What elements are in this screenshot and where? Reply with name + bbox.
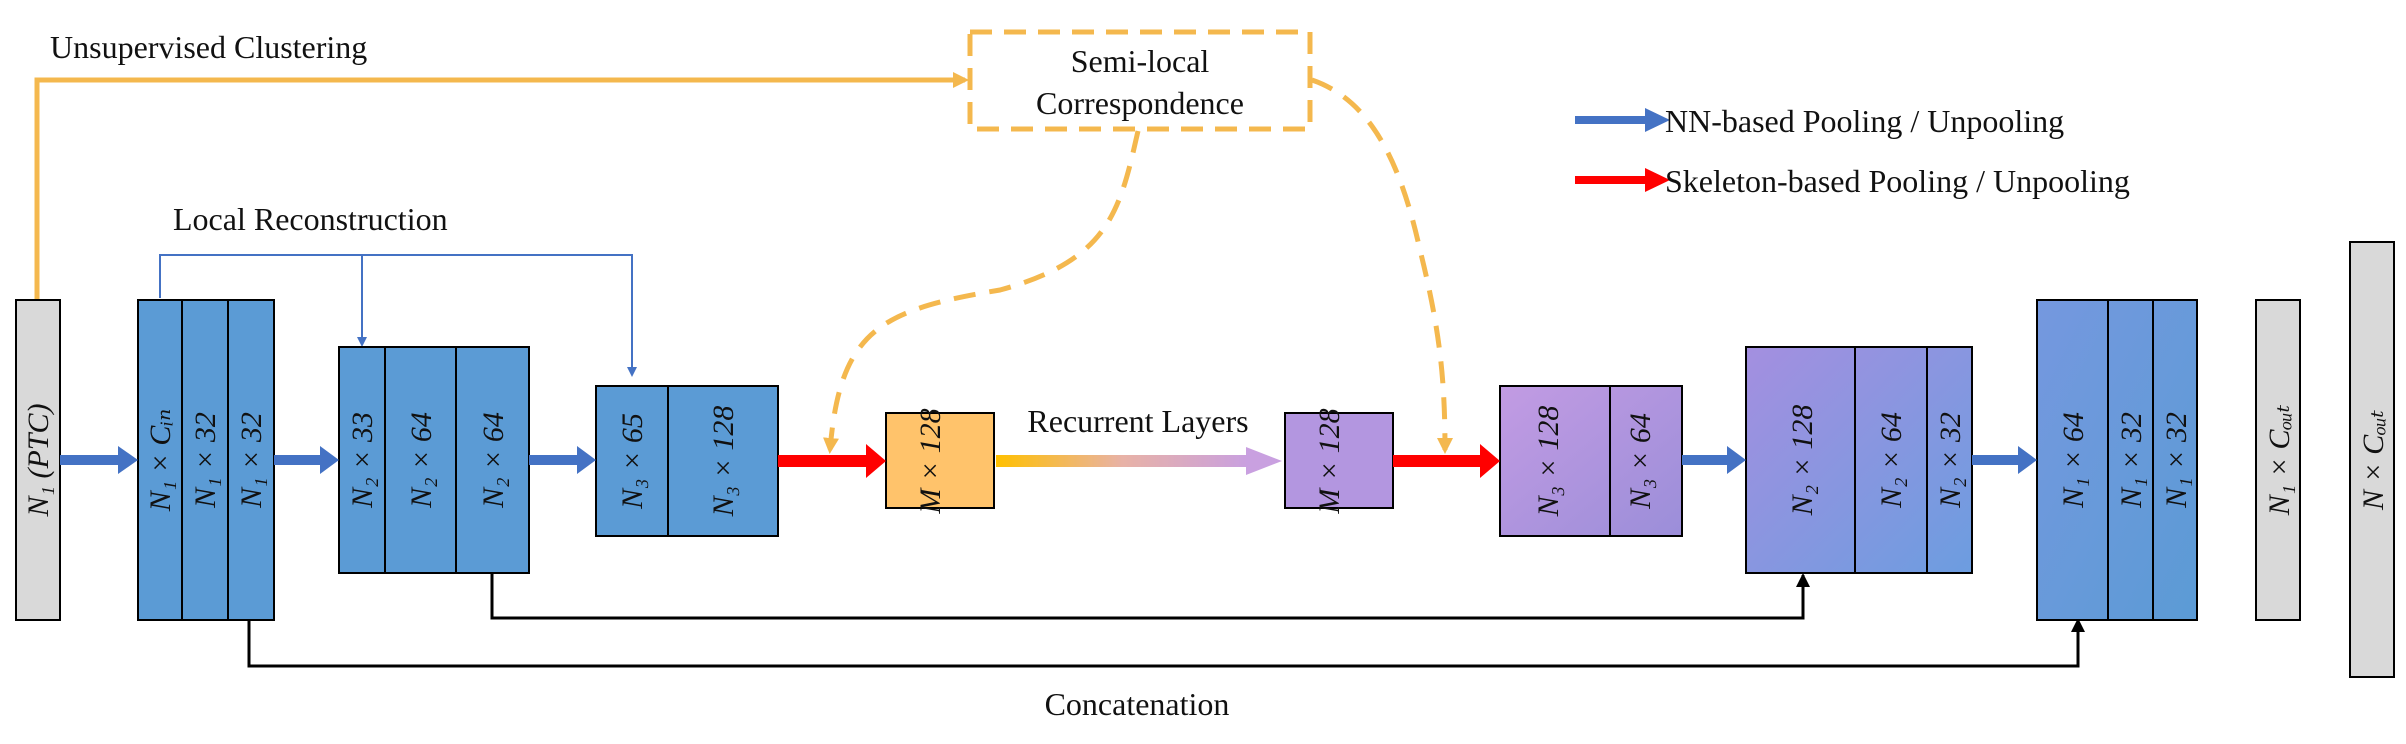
nn-arrow-5-icon	[2018, 446, 2037, 474]
dec3-cell-2: N₃ × 64	[1624, 413, 1657, 510]
decoder-block-2: N₂ × 128 N₂ × 64 N₂ × 32	[1745, 346, 1973, 574]
mid-block-2: M × 128	[1284, 408, 1394, 515]
mid2-label: M × 128	[1313, 408, 1346, 514]
enc1-cell-1: N₁ × Cᵢₙ	[144, 409, 177, 513]
correspondence-curve-right	[1311, 77, 1453, 454]
semi-local-correspondence: Semi-local Correspondence	[823, 29, 1453, 454]
concatenation-label: Concatenation	[1045, 686, 1230, 722]
dec1-cell-1: N₁ × 64	[2057, 412, 2090, 509]
unsupervised-clustering-label: Unsupervised Clustering	[50, 29, 367, 65]
recurrent-label: Recurrent Layers	[1027, 403, 1248, 439]
mid1-label: M × 128	[914, 408, 947, 514]
enc2-cell-2: N₂ × 64	[405, 412, 438, 509]
nn-arrow-4-icon	[1727, 446, 1746, 474]
enc3-cell-1: N₃ × 65	[616, 413, 649, 510]
output2-label: N × Cₒᵤₜ	[2357, 409, 2390, 511]
enc3-cell-2: N₃ × 128	[707, 406, 740, 518]
dec3-cell-1: N₃ × 128	[1532, 406, 1565, 518]
output1-label: N₁ × Cₒᵤₜ	[2263, 404, 2296, 516]
skeleton-arrow-2-icon	[1480, 444, 1500, 478]
encoder-block-3: N₃ × 65 N₃ × 128	[595, 385, 779, 537]
legend-arrow-red-icon	[1645, 168, 1670, 192]
recurrent-arrow-head-icon	[1246, 447, 1282, 475]
local-reconstruction-links: Local Reconstruction	[159, 201, 637, 377]
mid-block-1: M × 128	[885, 408, 995, 515]
legend-nn-label: NN-based Pooling / Unpooling	[1665, 103, 2064, 139]
nn-arrow-1-icon	[118, 446, 138, 474]
enc2-cell-3: N₂ × 64	[477, 412, 510, 509]
nn-arrow-3-icon	[577, 446, 596, 474]
legend: NN-based Pooling / Unpooling Skeleton-ba…	[1575, 103, 2130, 199]
dec1-cell-2: N₁ × 32	[2115, 412, 2148, 509]
enc1-cell-3: N₁ × 32	[235, 412, 268, 509]
enc2-cell-1: N₂ × 33	[346, 412, 379, 509]
recurrent-layers: Recurrent Layers	[996, 403, 1282, 475]
correspondence-curve-left	[823, 130, 1141, 454]
dec1-cell-3: N₁ × 32	[2160, 412, 2193, 509]
dec2-cell-3: N₂ × 32	[1934, 412, 1967, 509]
skeleton-arrow-1-icon	[866, 444, 886, 478]
semi-local-label-1: Semi-local	[1071, 43, 1210, 79]
dec2-cell-2: N₂ × 64	[1875, 412, 1908, 509]
flow-arrows	[60, 444, 2037, 478]
encoder-block-1: N₁ × Cᵢₙ N₁ × 32 N₁ × 32	[137, 299, 275, 621]
encoder-block-2: N₂ × 33 N₂ × 64 N₂ × 64	[338, 346, 530, 574]
input-block: N₁ (PTC)	[15, 299, 61, 621]
unsupervised-clustering-link: Unsupervised Clustering	[34, 29, 969, 300]
nn-arrow-2-icon	[320, 446, 339, 474]
local-reconstruction-label: Local Reconstruction	[173, 201, 448, 237]
semi-local-label-2: Correspondence	[1036, 85, 1244, 121]
input-label: N₁ (PTC)	[22, 404, 55, 518]
legend-skeleton-label: Skeleton-based Pooling / Unpooling	[1665, 163, 2130, 199]
dec2-cell-1: N₂ × 128	[1786, 405, 1819, 517]
output-block-1: N₁ × Cₒᵤₜ	[2255, 299, 2301, 621]
output-block-2: N × Cₒᵤₜ	[2349, 241, 2395, 678]
decoder-block-1: N₁ × 64 N₁ × 32 N₁ × 32	[2036, 299, 2198, 621]
skip-connections	[247, 573, 2085, 668]
enc1-cell-2: N₁ × 32	[189, 412, 222, 509]
decoder-block-3: N₃ × 128 N₃ × 64	[1499, 385, 1683, 537]
legend-arrow-blue-icon	[1645, 108, 1670, 132]
